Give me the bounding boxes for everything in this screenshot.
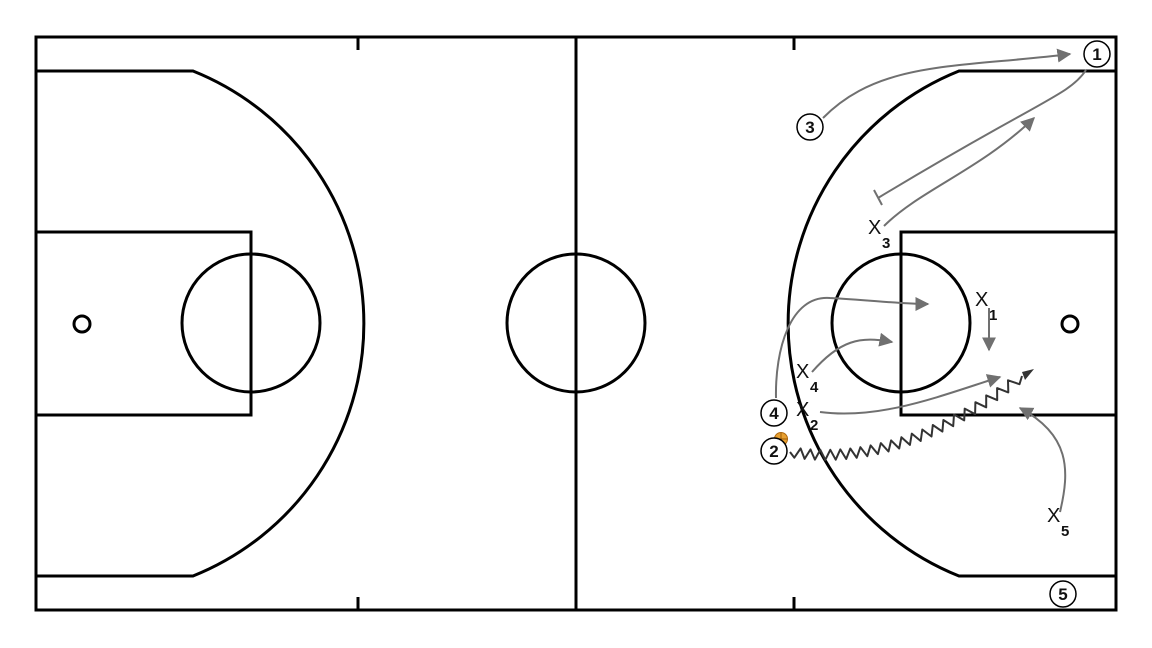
dribble-2-path [789, 369, 1034, 461]
defense-x4-label: 4 [810, 379, 819, 396]
offense-player-5[interactable]: 5 [1049, 580, 1077, 608]
offense-player-4-label: 4 [769, 404, 779, 423]
offense-player-1-label: 1 [1092, 45, 1101, 64]
cut-4-path [774, 296, 930, 399]
defense-x2-label: 2 [810, 417, 818, 434]
offense-player-3[interactable]: 3 [796, 113, 824, 141]
right-free-throw-circle [830, 252, 972, 394]
offense-player-4[interactable]: 4 [760, 399, 788, 427]
center-circle [505, 252, 647, 394]
move-x5-path [1018, 407, 1067, 513]
left-key [34, 230, 253, 417]
defense-x1-mark: X [975, 289, 988, 311]
defense-x2-mark: X [796, 399, 809, 421]
offense-player-3-label: 3 [805, 118, 814, 137]
defense-x5-mark: X [1047, 505, 1060, 527]
defense-player-x4[interactable]: X 4 [796, 361, 819, 396]
right-three-point-line [786, 69, 1116, 578]
cut-x3-path [883, 117, 1036, 227]
defense-x3-label: 3 [882, 235, 890, 252]
offense-player-2-label: 2 [769, 442, 778, 461]
screen-1-end-bar [873, 189, 883, 206]
movement-paths [774, 48, 1087, 513]
move-x4-path [811, 332, 894, 373]
defense-player-x1[interactable]: X 1 [975, 289, 997, 324]
left-hoop [72, 314, 92, 334]
right-key [899, 230, 1118, 417]
defense-player-x2[interactable]: X 2 [796, 399, 818, 434]
left-three-point-line [36, 69, 366, 578]
right-hoop [1060, 314, 1080, 334]
defense-player-x5[interactable]: X 5 [1047, 505, 1069, 540]
defense-x1-label: 1 [989, 307, 997, 324]
defense-player-x3[interactable]: X 3 [868, 217, 890, 252]
defense-x5-label: 5 [1061, 523, 1069, 540]
offense-player-2[interactable]: 2 [760, 437, 788, 465]
court-lines [34, 35, 1118, 612]
pass-3-to-1-path [822, 48, 1072, 119]
offense-player-5-label: 5 [1058, 585, 1067, 604]
defense-x3-mark: X [868, 217, 881, 239]
screen-1-path [877, 69, 1087, 199]
offense-player-1[interactable]: 1 [1083, 40, 1111, 68]
defense-x4-mark: X [796, 361, 809, 383]
move-x2-path [819, 374, 1002, 415]
left-free-throw-circle [180, 252, 322, 394]
